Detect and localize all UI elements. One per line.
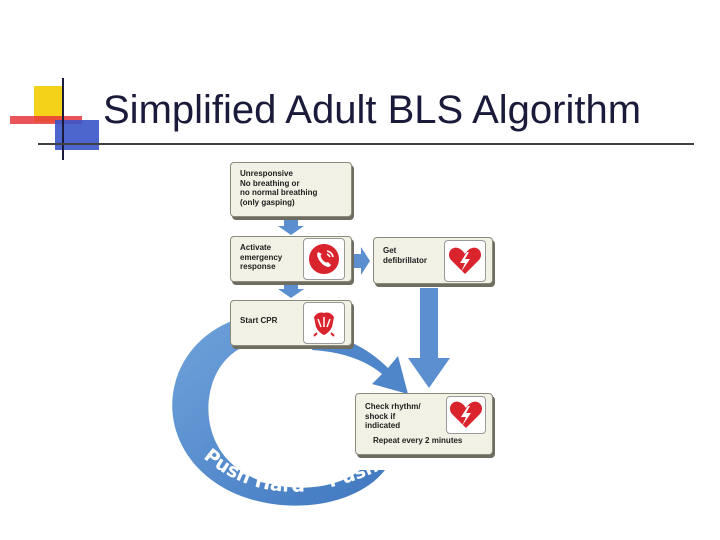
corner-deco-vertical-line [62, 78, 64, 160]
step-check-rhythm-box: Check rhythm/ shock if indicated Repeat … [355, 393, 493, 455]
step-start-cpr-box: Start CPR [230, 300, 352, 346]
arrow-down-1 [278, 219, 304, 235]
heart-lightning-icon [444, 240, 486, 282]
step-unresponsive-text: Unresponsive No breathing or no normal b… [240, 169, 318, 207]
step-start-cpr-text: Start CPR [240, 316, 278, 325]
cpr-cycle-ring [172, 318, 408, 506]
arrow-down-check-rhythm [408, 288, 450, 388]
phone-icon [303, 238, 345, 280]
step-get-defib-box: Get defibrillator [373, 237, 493, 284]
corner-deco-red-bar [10, 116, 82, 124]
heart-lightning-icon [446, 396, 486, 434]
step-get-defib-text: Get defibrillator [383, 246, 428, 265]
step-activate-box: Activate emergency response [230, 236, 352, 282]
arrow-down-2 [278, 282, 304, 298]
slide-title: Simplified Adult BLS Algorithm [103, 88, 642, 132]
title-underline [38, 143, 694, 145]
step-check-rhythm-text: Check rhythm/ shock if indicated [365, 402, 421, 430]
hands-cpr-icon [303, 302, 345, 344]
step-check-rhythm-note: Repeat every 2 minutes [373, 436, 463, 445]
step-activate-text: Activate emergency response [240, 243, 283, 271]
arrow-right-defib [354, 247, 370, 275]
step-unresponsive-box: Unresponsive No breathing or no normal b… [230, 162, 352, 217]
